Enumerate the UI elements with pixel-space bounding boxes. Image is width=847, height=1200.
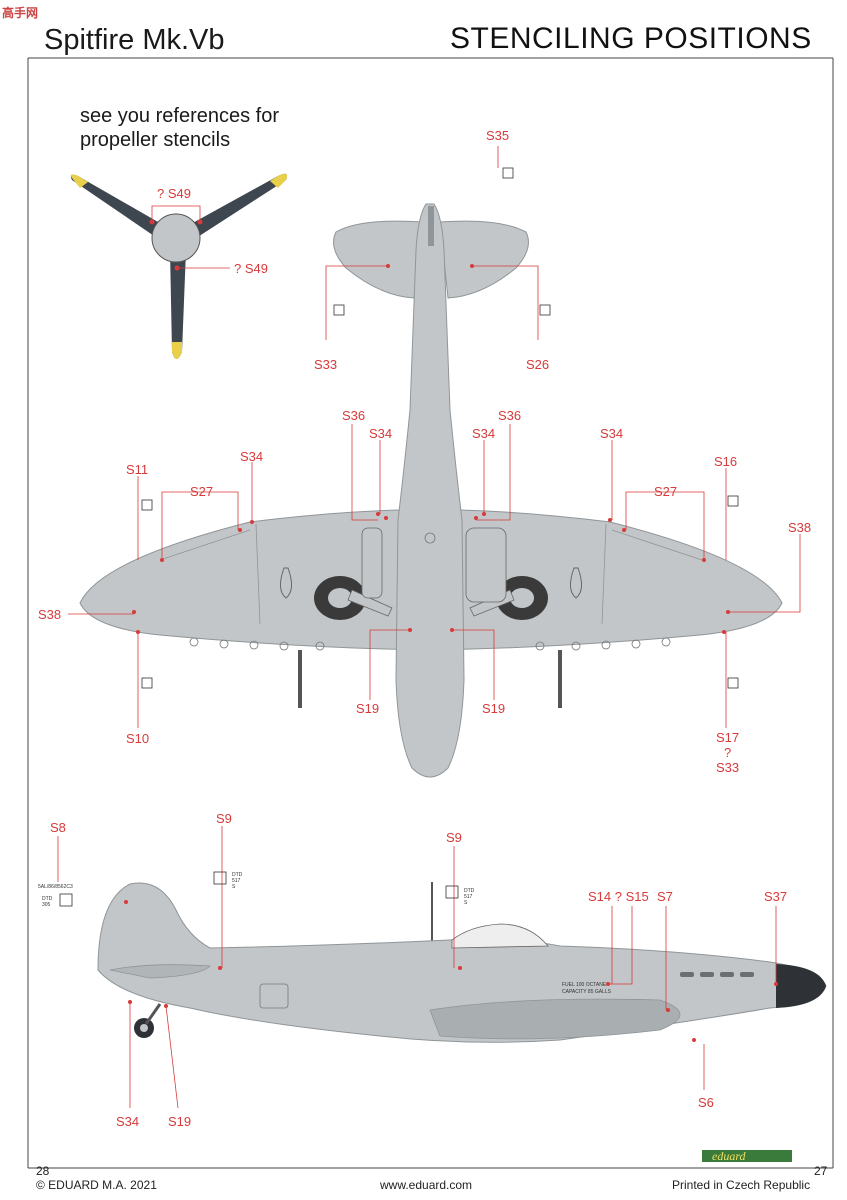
underside-view: S35 S33 S26 S36 S34 S34 S36 S34 S34 S11 … <box>38 128 811 778</box>
label-question: ? <box>724 745 731 760</box>
label-s27-right: S27 <box>654 484 677 499</box>
stencil-517-right: 517 <box>464 894 473 900</box>
watermark: 高手网 <box>2 6 39 20</box>
label-s16: S16 <box>714 454 737 469</box>
printed-in: Printed in Czech Republic <box>672 1178 811 1192</box>
label-s34-side: S34 <box>116 1114 139 1129</box>
page-frame <box>27 57 834 1169</box>
logo-text: eduard <box>712 1149 747 1163</box>
page-number-left: 28 <box>36 1164 50 1178</box>
page-number-right: 27 <box>814 1164 828 1178</box>
label-s33-tail: S33 <box>314 357 337 372</box>
label-s35: S35 <box>486 128 509 143</box>
label-s38-right: S38 <box>788 520 811 535</box>
label-s14-s15: S14 ? S15 <box>588 889 649 904</box>
copyright: © EDUARD M.A. 2021 <box>36 1178 157 1192</box>
label-s9-left: S9 <box>216 811 232 826</box>
stencil-s-mid: S <box>232 884 236 890</box>
label-s6: S6 <box>698 1095 714 1110</box>
label-s37: S37 <box>764 889 787 904</box>
propeller-note-line2: propeller stencils <box>80 129 231 151</box>
website: www.eduard.com <box>380 1178 473 1192</box>
stencil-code: 5AL/86/8562C3 <box>38 884 73 890</box>
label-s36-right: S36 <box>498 408 521 423</box>
stencil-s-right: S <box>464 900 468 906</box>
stencil-dtd-left: DTD <box>42 896 53 902</box>
propeller-label-upper: ? S49 <box>157 186 191 201</box>
stencil-517-mid: 517 <box>232 878 241 884</box>
propeller-note-line1: see you references for <box>80 105 279 127</box>
label-s36-left: S36 <box>342 408 365 423</box>
label-s27-left: S27 <box>190 484 213 499</box>
label-s11: S11 <box>126 462 148 477</box>
stencil-capacity: CAPACITY 85 GALLS <box>562 989 612 995</box>
propeller-drawing: ? S49 ? S49 <box>70 173 287 359</box>
label-s38-left: S38 <box>38 607 61 622</box>
label-s34-right-outer: S34 <box>600 426 623 441</box>
stencil-dtd-right: DTD <box>464 888 475 894</box>
label-s19-right: S19 <box>482 701 505 716</box>
label-s9-right: S9 <box>446 830 462 845</box>
label-s34-right-inner: S34 <box>472 426 495 441</box>
stencil-fuel: FUEL 100 OCTANE <box>562 982 607 988</box>
label-s26: S26 <box>526 357 549 372</box>
label-s8: S8 <box>50 820 66 835</box>
stencil-dtd-mid: DTD <box>232 872 243 878</box>
label-s33-wing: S33 <box>716 760 739 775</box>
aircraft-title: Spitfire Mk.Vb <box>44 24 225 56</box>
label-s10: S10 <box>126 731 149 746</box>
propeller-label-lower: ? S49 <box>234 261 268 276</box>
stencil-boxes <box>141 167 739 689</box>
stencil-305: 305 <box>42 902 51 908</box>
label-s17: S17 <box>716 730 739 745</box>
label-s19-side: S19 <box>168 1114 191 1129</box>
label-s34-left-outer: S34 <box>240 449 263 464</box>
label-s19-left: S19 <box>356 701 379 716</box>
label-s34-left-inner: S34 <box>369 426 392 441</box>
section-title: STENCILING POSITIONS <box>450 22 812 55</box>
side-view: S8 S9 S9 S14 ? S15 S7 S37 S6 S34 S19 5AL… <box>38 811 827 1129</box>
propeller-note: see you references for propeller stencil… <box>80 104 279 152</box>
eduard-logo: eduard <box>702 1149 792 1163</box>
label-s7: S7 <box>657 889 673 904</box>
